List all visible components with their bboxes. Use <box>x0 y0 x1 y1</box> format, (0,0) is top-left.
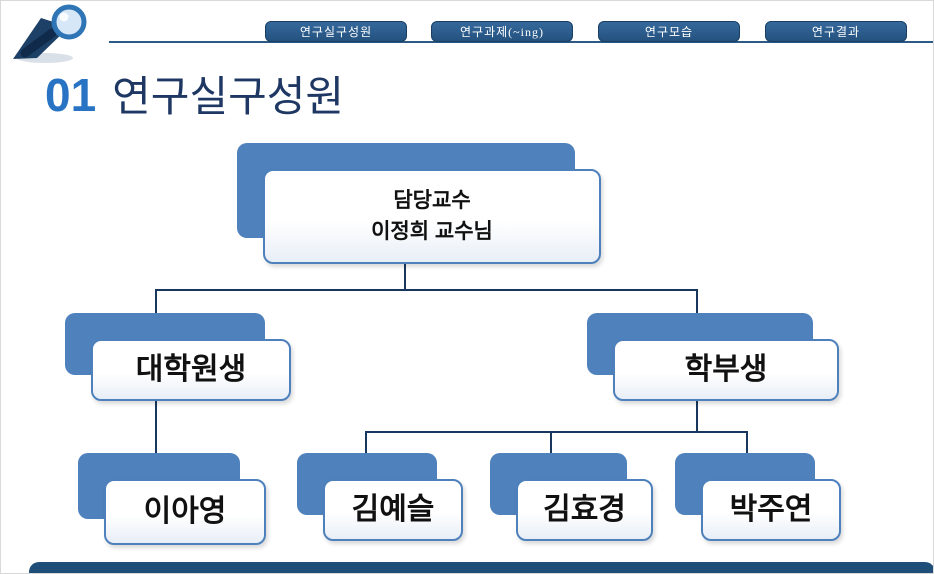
connector-leaf1-drop <box>365 431 367 456</box>
org-node-person-2: 김예슬 <box>297 453 463 541</box>
node-box: 대학원생 <box>91 339 291 401</box>
org-node-undergraduates: 학부생 <box>587 313 839 401</box>
org-node-person-1: 이아영 <box>78 453 266 545</box>
node-label-line2: 이정희 교수님 <box>371 219 493 243</box>
tab-lab-members[interactable]: 연구실구성원 <box>265 21 407 42</box>
node-box: 이아영 <box>104 479 266 545</box>
org-node-person-4: 박주연 <box>675 453 841 541</box>
connector-root-drop <box>404 264 406 291</box>
node-box: 담당교수 이정희 교수님 <box>263 169 601 264</box>
connector-leaves-hline <box>365 431 748 433</box>
node-label: 김효경 <box>543 492 626 526</box>
node-label: 김예슬 <box>351 492 435 526</box>
node-label: 박주연 <box>729 492 813 526</box>
connector-leaf2-drop <box>550 431 552 456</box>
org-node-professor: 담당교수 이정희 교수님 <box>237 143 601 264</box>
node-label: 이아영 <box>143 494 227 528</box>
footer-bar <box>29 562 933 573</box>
node-box: 박주연 <box>701 479 841 541</box>
tab-research-projects[interactable]: 연구과제(~ing) <box>431 21 573 42</box>
node-box: 학부생 <box>613 339 839 401</box>
connector-leaf3-drop <box>746 431 748 456</box>
connector-undergrad-stem <box>696 401 698 433</box>
node-label-line1: 담당교수 <box>393 189 471 213</box>
tab-research-scenes[interactable]: 연구모습 <box>598 21 740 42</box>
node-label: 대학원생 <box>135 352 247 386</box>
node-box: 김효경 <box>516 479 653 541</box>
org-node-person-3: 김효경 <box>490 453 653 541</box>
connector-grad-leaf-drop <box>155 401 157 456</box>
connector-level2-hline <box>155 289 698 291</box>
title-text: 연구실구성원 <box>112 75 345 121</box>
tab-research-results[interactable]: 연구결과 <box>765 21 907 42</box>
connector-undergrad-drop <box>696 289 698 321</box>
org-node-graduate-students: 대학원생 <box>65 313 291 401</box>
page-title: 01 연구실구성원 <box>45 63 344 124</box>
magnifier-icon <box>5 1 109 65</box>
connector-grad-drop <box>155 289 157 321</box>
title-number: 01 <box>45 69 97 121</box>
node-label: 학부생 <box>684 352 768 386</box>
header-divider <box>27 41 933 43</box>
node-box: 김예슬 <box>323 479 463 541</box>
